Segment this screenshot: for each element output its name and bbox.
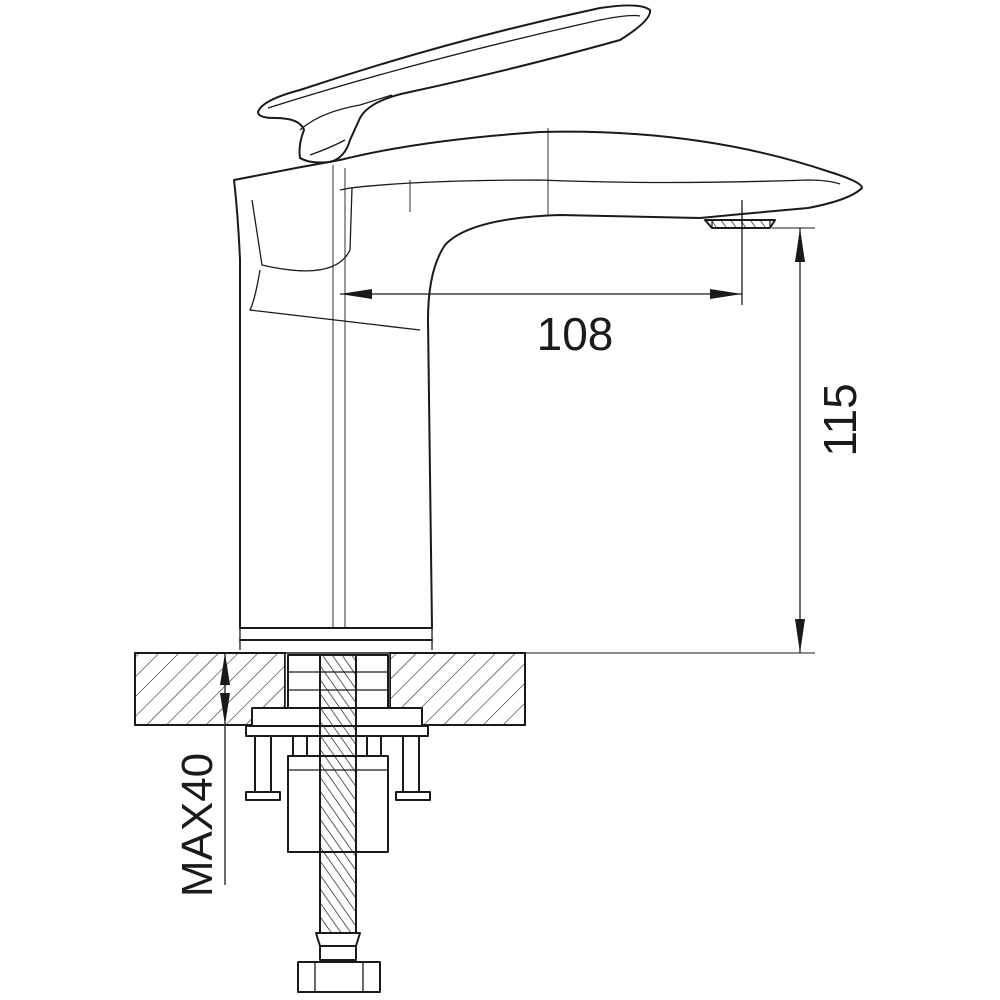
lever-handle xyxy=(257,4,652,164)
dimension-spout-height: 115 xyxy=(432,227,866,654)
dimension-label-115: 115 xyxy=(814,383,866,456)
mounting-hardware xyxy=(245,654,431,993)
aerator xyxy=(704,200,776,305)
dimension-label-108: 108 xyxy=(537,308,614,360)
faucet-body xyxy=(233,128,863,650)
dimension-max-deck: MAX40 xyxy=(173,653,252,897)
dimension-label-max40: MAX40 xyxy=(173,753,222,897)
dimension-spout-reach: 108 xyxy=(340,289,742,360)
